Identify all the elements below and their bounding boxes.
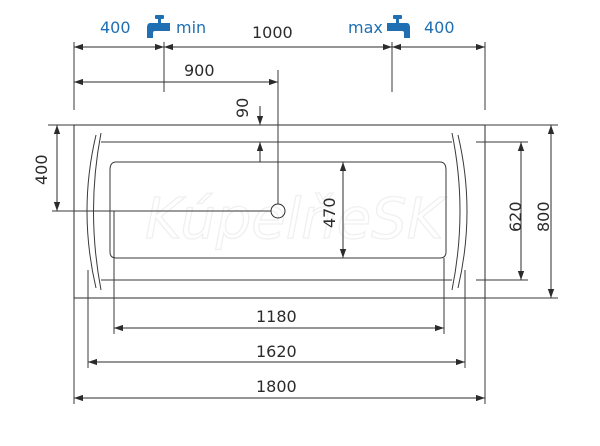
tub-basin xyxy=(109,161,447,259)
watermark: KúpelňeSK xyxy=(145,187,448,252)
tub-rim xyxy=(86,132,468,291)
drain-top-dimension xyxy=(252,106,268,162)
drain-y-label: 400 xyxy=(32,154,51,185)
rim-length-label: 1620 xyxy=(256,342,297,361)
faucet-left-offset-label: 400 xyxy=(100,18,131,37)
outer-width-label: 800 xyxy=(534,201,553,232)
drain-x-label: 900 xyxy=(184,61,215,80)
inner-depth-label: 470 xyxy=(320,197,339,228)
bottom-dimensions xyxy=(73,258,486,404)
drain-top-label: 90 xyxy=(233,98,252,118)
inner-length-label: 1180 xyxy=(256,307,297,326)
drain xyxy=(52,70,286,219)
right-dimensions xyxy=(476,124,558,299)
faucet-dimension-line xyxy=(73,42,486,110)
faucet-max-label: max xyxy=(348,18,383,37)
faucet-icon xyxy=(387,15,410,38)
drain-y-dimension xyxy=(48,124,74,211)
faucet-span-label: 1000 xyxy=(252,23,293,42)
faucet-right-offset-label: 400 xyxy=(424,18,455,37)
inner-width-label: 620 xyxy=(506,201,525,232)
faucet-icon xyxy=(147,15,170,38)
faucet-min-label: min xyxy=(176,18,206,37)
outer-length-label: 1800 xyxy=(256,377,297,396)
